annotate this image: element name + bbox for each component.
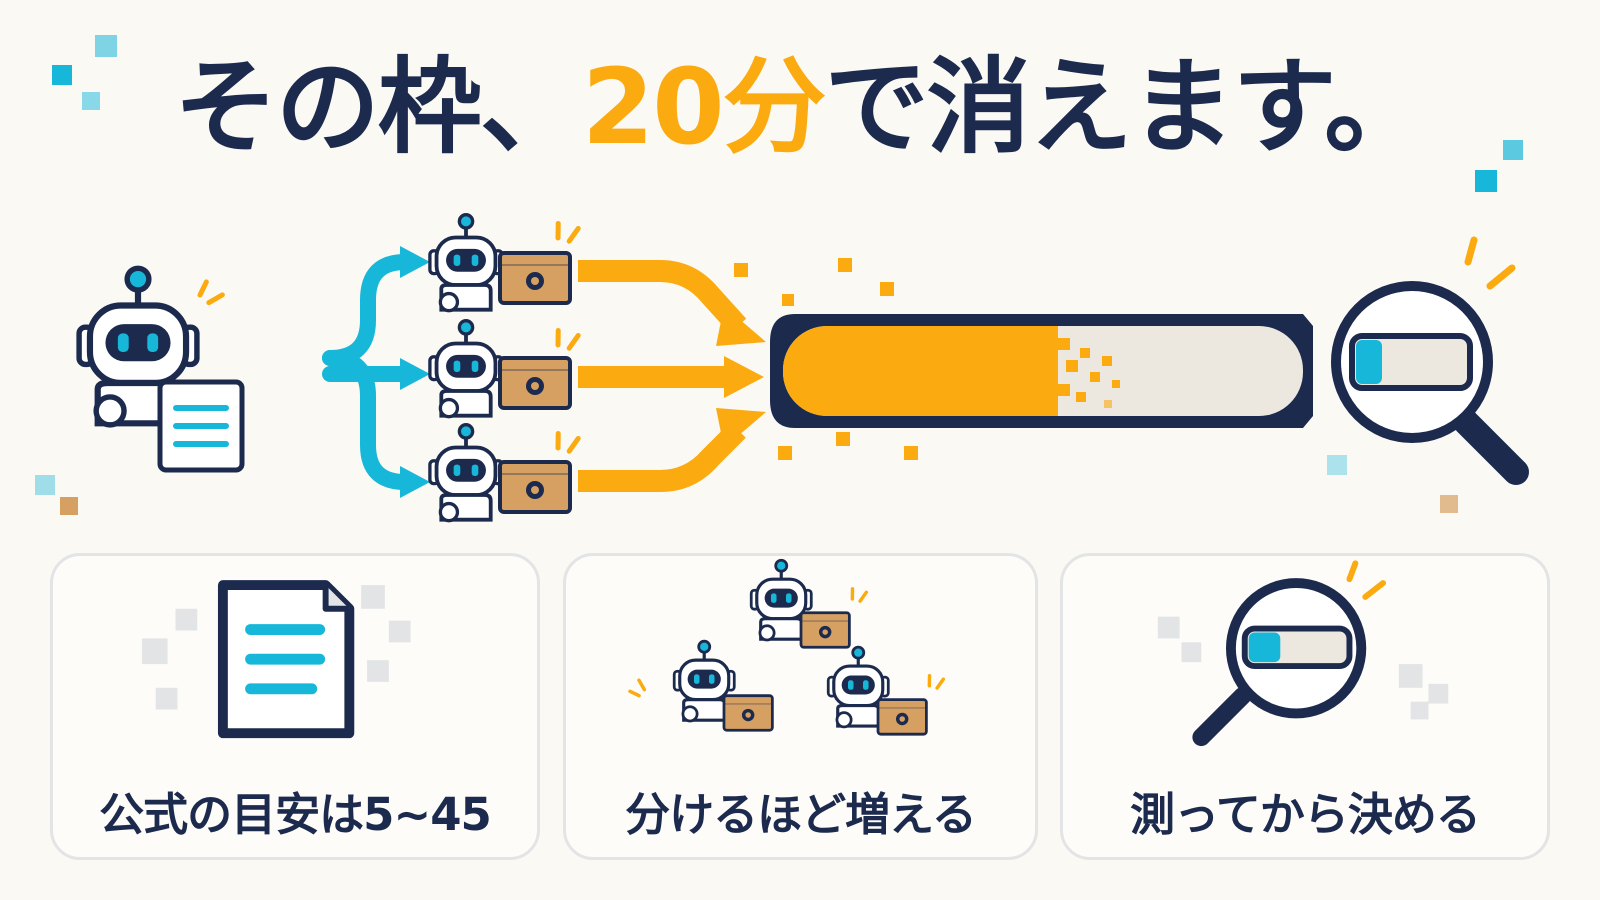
card-label: 公式の目安は5~45	[99, 788, 492, 841]
sparks-icon	[199, 281, 224, 305]
pixel-decoration	[35, 35, 1523, 495]
robots-icon	[627, 558, 947, 736]
particle-decoration	[734, 258, 918, 460]
progress-fill	[783, 326, 1058, 416]
card-guideline: 公式の目安は5~45	[50, 553, 540, 860]
worker-robot-icon	[427, 318, 581, 419]
card-label: 測ってから決める	[1130, 788, 1481, 841]
card-measure: 測ってから決める	[1060, 553, 1550, 860]
worker-robot-icon	[427, 212, 581, 313]
branch-arrows	[207, 254, 413, 490]
card-split: 分けるほど増える	[563, 553, 1038, 860]
progress-bar	[770, 314, 1313, 428]
card-label: 分けるほど増える	[625, 788, 977, 841]
document-small-icon	[157, 379, 245, 473]
document-icon	[141, 580, 411, 739]
worker-robot-icon	[427, 422, 581, 523]
magnifier-small-icon	[1157, 560, 1449, 747]
page-title: その枠、20分で消えます。	[173, 46, 1428, 168]
magnifier-icon	[1331, 236, 1529, 485]
merge-arrows	[578, 260, 747, 492]
